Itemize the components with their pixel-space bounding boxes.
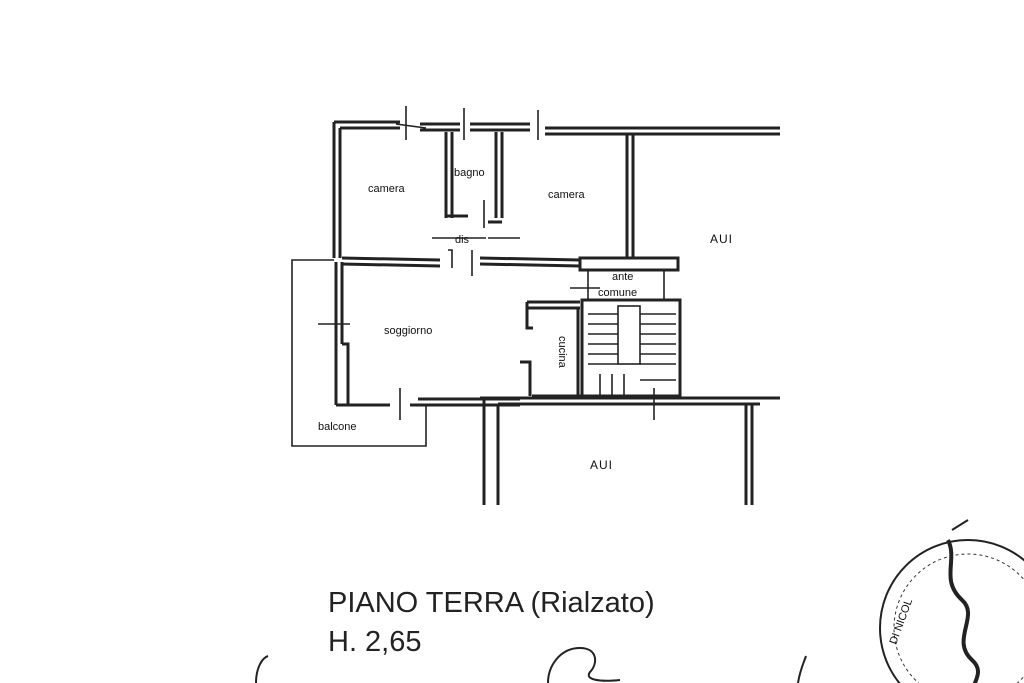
room-label-bagno: bagno [454,167,485,179]
room-label-comune: comune [598,287,637,299]
room-label-aui-top: AUI [710,232,733,246]
signature [255,646,807,683]
balcone-outline [291,259,427,447]
stair [580,298,682,398]
room-label-camera-left: camera [368,183,406,195]
room-label-dis: dis [455,234,470,246]
stamp-text: DI NICOL [888,597,916,646]
door-marks [318,106,655,420]
ceiling-height: H. 2,65 [328,626,422,658]
room-label-balcone: balcone [318,421,357,433]
room-label-cucina: cucina [556,336,568,369]
cucina-walls [520,300,582,398]
stamp-seal: DI NICOL [879,519,1024,683]
aui-bottom-walls [480,396,780,505]
floor-title: PIANO TERRA (Rialzato) [328,587,655,619]
ante-comune-box [587,270,665,300]
outer-walls [332,120,780,407]
internal-walls [341,132,581,276]
aui-top-walls [578,134,680,272]
room-label-aui-bottom: AUI [590,458,613,472]
room-label-soggiorno: soggiorno [384,325,432,337]
room-label-camera-right: camera [548,189,586,201]
room-label-ante: ante [612,271,633,283]
